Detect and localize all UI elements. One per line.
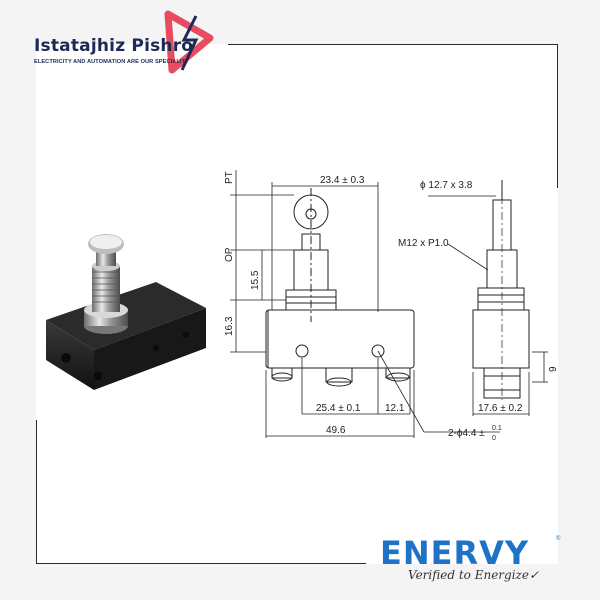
brand-block: Istatajhiz Pishro ELECTRICITY AND AUTOMA…	[34, 36, 193, 65]
brand-tagline: ELECTRICITY AND AUTOMATION ARE OUR SPECI…	[34, 59, 189, 65]
dim-pt: PT	[224, 171, 235, 184]
dim-op: OP	[224, 247, 235, 262]
dim-hole-tol-bottom: 0	[492, 435, 496, 442]
dim-hole-tol-top: 0.1	[492, 425, 502, 432]
enervy-registered-mark: ®	[556, 536, 561, 542]
mount-hole-left	[295, 344, 309, 358]
frame-left-line	[36, 420, 37, 564]
enervy-logo: ENERVY	[380, 534, 530, 572]
mount-hole-right	[371, 344, 385, 358]
dim-depth: 17.6 ± 0.2	[478, 403, 523, 414]
dim-15-5: 15.5	[250, 270, 261, 290]
dim-width-top: 23.4 ± 0.3	[320, 175, 365, 186]
frame-top-line	[228, 44, 558, 45]
frame-right-line	[557, 44, 558, 188]
frame-bottom-line	[36, 563, 366, 564]
dim-hole-dia: 2-ϕ4.4 ±	[448, 428, 485, 439]
product-photo	[46, 234, 206, 390]
brand-name: Istatajhiz Pishro	[34, 36, 194, 56]
dim-side-9: 9	[548, 366, 559, 372]
dim-hole-spacing: 25.4 ± 0.1	[316, 403, 361, 414]
side-body-outline	[472, 309, 530, 369]
dim-16-3: 16.3	[224, 316, 235, 336]
enervy-tagline: Verified to Energize✓	[408, 568, 540, 582]
dim-edge-12-1: 12.1	[385, 403, 405, 414]
dim-roller: ϕ 12.7 x 3.8	[420, 180, 473, 191]
dim-overall-width: 49.6	[326, 425, 346, 436]
plunger-shape	[84, 234, 128, 334]
dim-thread: M12 x P1.0	[398, 238, 449, 249]
front-body-outline	[265, 309, 415, 369]
brand-logo-icon	[164, 10, 214, 74]
